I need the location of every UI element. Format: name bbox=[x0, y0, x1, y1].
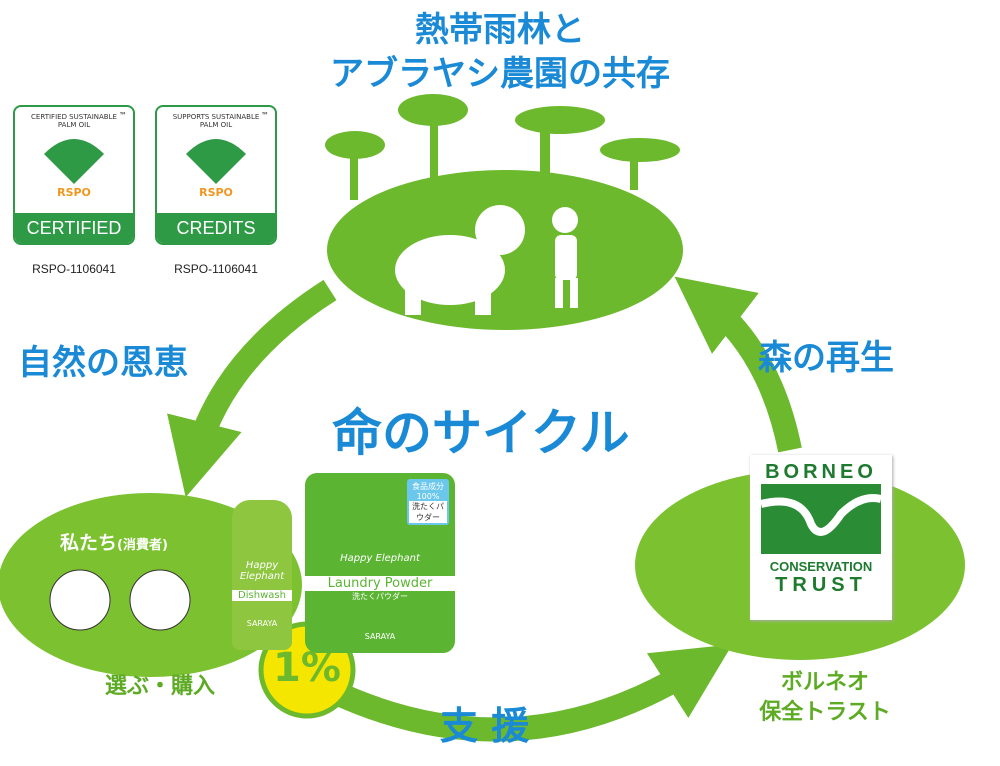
label-borneo-trust: ボルネオ 保全トラスト bbox=[745, 668, 905, 728]
badge-sub: 洗たくパウダー bbox=[409, 501, 447, 523]
label-cycle-of-life: 命のサイクル bbox=[332, 404, 630, 462]
label-consumers: 私たち(消費者) bbox=[60, 528, 168, 555]
elephant-icon bbox=[395, 205, 525, 315]
rspo-id: RSPO-1106041 bbox=[174, 262, 258, 276]
borneo-conservation-trust-logo: BORNEO CONSERVATION TRUST bbox=[750, 455, 892, 620]
arrow-nature-to-consumer bbox=[167, 279, 337, 498]
laundry-powder-pouch: 食品成分100% 洗たくパウダー Happy Elephant Laundry … bbox=[305, 473, 455, 653]
rspo-band: CREDITS bbox=[157, 213, 275, 243]
bct-mid: CONSERVATION bbox=[769, 559, 873, 574]
rspo-ring-text: CERTIFIED SUSTAINABLE PALM OIL RSPO bbox=[21, 113, 127, 205]
pouch-badge: 食品成分100% 洗たくパウダー bbox=[407, 479, 449, 525]
rspo-certified-logo: ™ CERTIFIED SUSTAINABLE PALM OIL RSPO CE… bbox=[13, 105, 135, 245]
rspo-brand: RSPO bbox=[57, 186, 91, 199]
bct-bottom: TRUST bbox=[775, 574, 867, 596]
rspo-credits-logo: ™ SUPPORTS SUSTAINABLE PALM OIL RSPO CRE… bbox=[155, 105, 277, 245]
label-nature-benefit: 自然の恩恵 bbox=[18, 343, 188, 383]
faces-icon bbox=[49, 569, 191, 631]
rspo-brand: RSPO bbox=[199, 186, 233, 199]
title-line-2: アブラヤシ農園の共存 bbox=[330, 54, 670, 94]
label-forest-regeneration: 森の再生 bbox=[758, 338, 894, 378]
forest-silhouette-icon bbox=[325, 94, 680, 200]
bottle-maker: SARAYA bbox=[246, 619, 278, 628]
page-title: 熱帯雨林と アブラヤシ農園の共存 bbox=[240, 8, 760, 96]
palm-icon bbox=[186, 139, 246, 184]
rspo-ring-text: SUPPORTS SUSTAINABLE PALM OIL RSPO bbox=[163, 113, 269, 205]
ring-text: CERTIFIED SUSTAINABLE PALM OIL bbox=[31, 113, 117, 129]
pouch-sub: 洗たくパウダー bbox=[352, 592, 408, 601]
bottle-brand: Happy Elephant bbox=[239, 560, 285, 582]
trust-line-2: 保全トラスト bbox=[759, 700, 891, 725]
pouch-maker: SARAYA bbox=[364, 632, 396, 641]
child-icon bbox=[552, 207, 578, 308]
label-support: 支 援 bbox=[440, 704, 530, 748]
bottle-name: Dishwash bbox=[232, 590, 292, 601]
badge-text: 食品成分100% bbox=[412, 482, 444, 501]
consumers-sub: (消費者) bbox=[117, 538, 168, 553]
label-choose-buy: 選ぶ・購入 bbox=[105, 674, 216, 699]
pouch-name: Laundry Powder bbox=[305, 576, 455, 591]
title-line-1: 熱帯雨林と bbox=[415, 10, 585, 50]
pouch-brand: Happy Elephant bbox=[340, 553, 420, 564]
trust-line-1: ボルネオ bbox=[780, 670, 869, 695]
dishwash-bottle: Happy Elephant Dishwash SARAYA bbox=[232, 500, 292, 650]
arrow-support-to-trust bbox=[324, 644, 733, 742]
rspo-band: CERTIFIED bbox=[15, 213, 133, 243]
palm-icon bbox=[44, 139, 104, 184]
tm: ™ bbox=[261, 111, 269, 120]
arrow-trust-to-forest bbox=[674, 276, 802, 453]
rspo-id: RSPO-1106041 bbox=[32, 262, 116, 276]
river-icon bbox=[760, 484, 882, 554]
consumers-text: 私たち bbox=[60, 532, 118, 554]
tm: ™ bbox=[119, 111, 127, 120]
bct-top: BORNEO bbox=[765, 461, 877, 483]
ring-text: SUPPORTS SUSTAINABLE PALM OIL bbox=[172, 113, 260, 129]
